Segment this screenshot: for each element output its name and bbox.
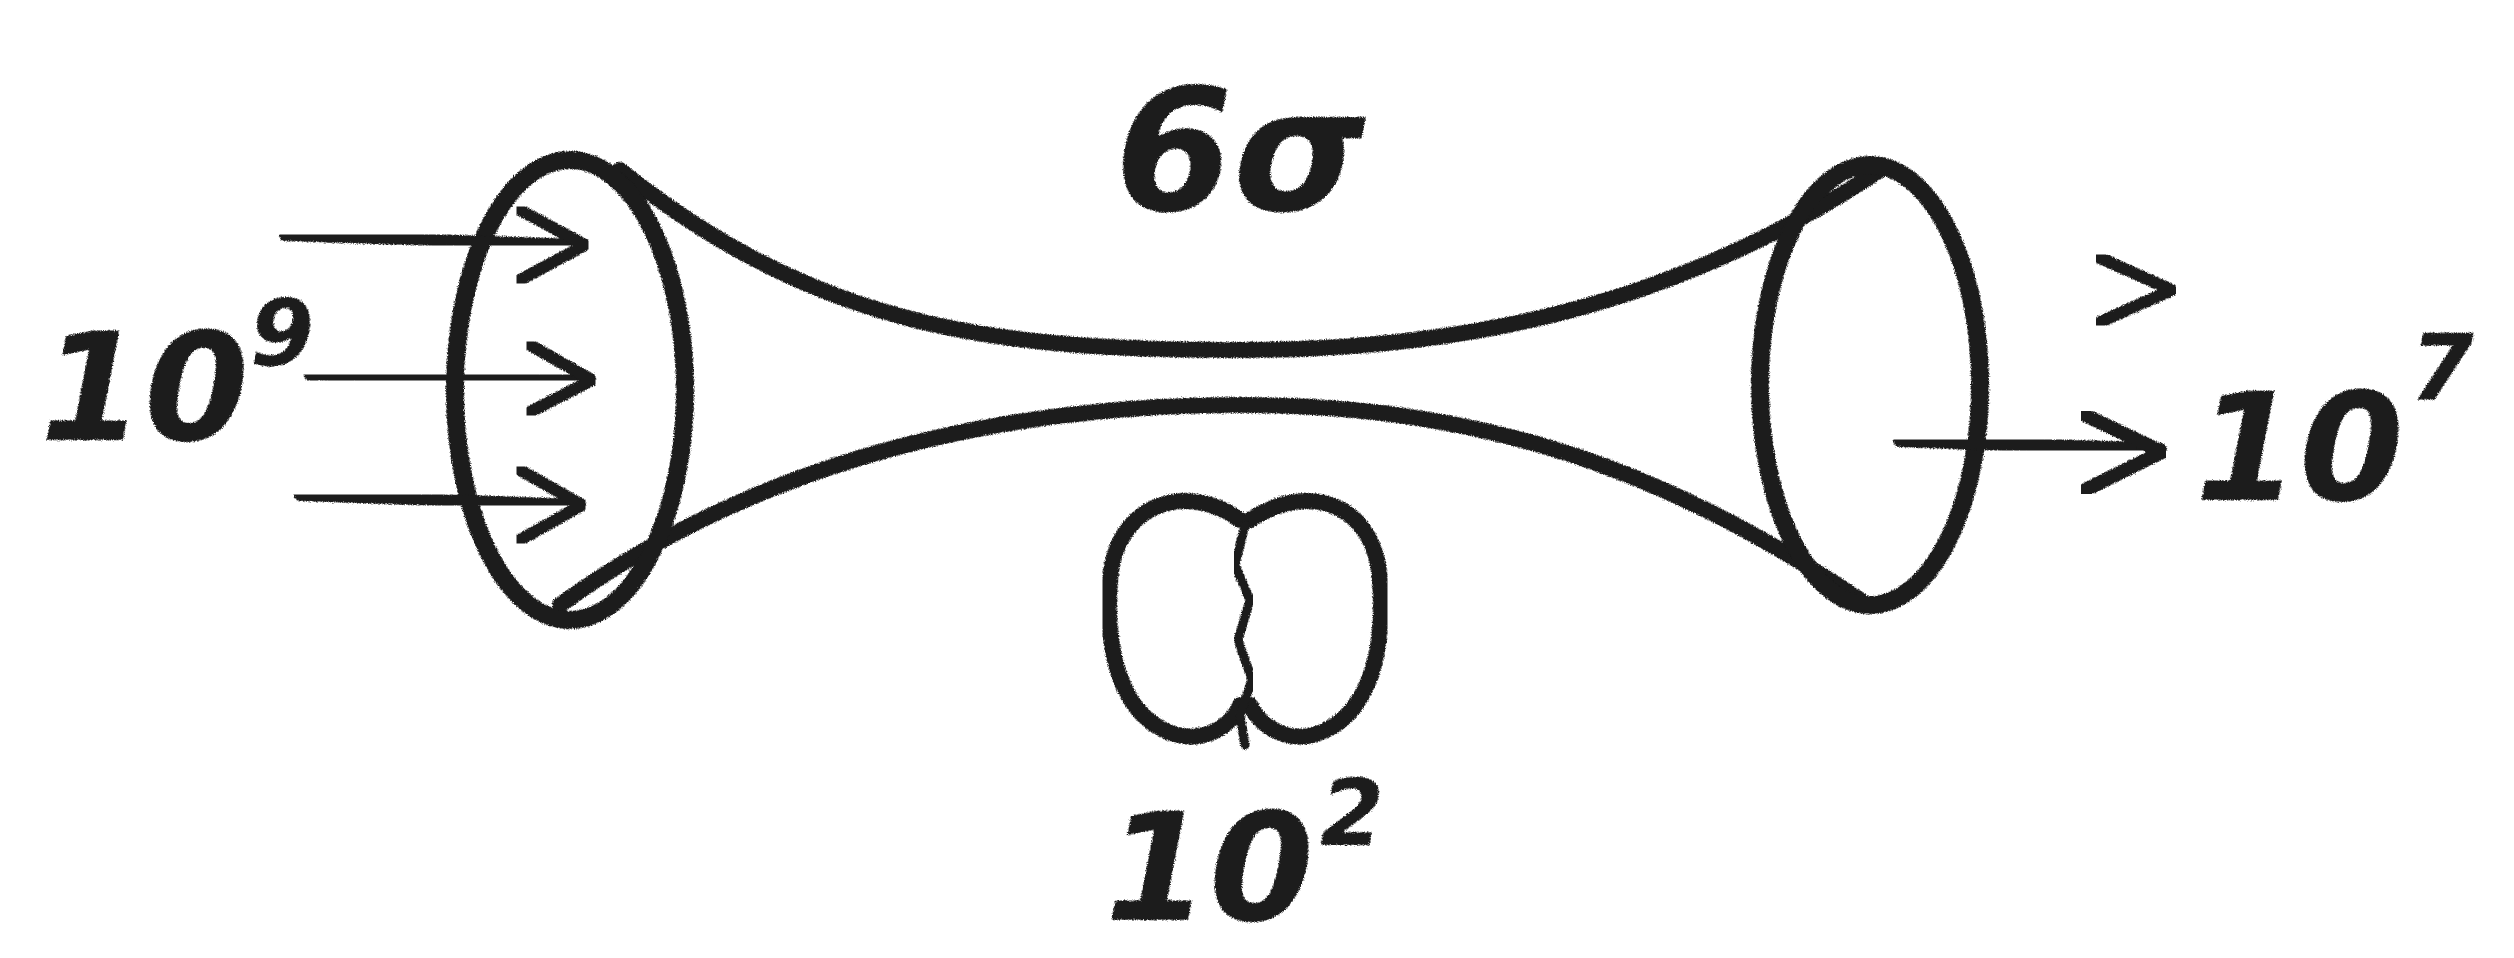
brain-quantity: 10 2 bbox=[1105, 760, 1384, 956]
arrow-icon bbox=[285, 210, 585, 280]
input-arrows bbox=[285, 210, 592, 540]
arrow-icon bbox=[1900, 415, 2162, 490]
output-opening bbox=[1760, 165, 1980, 605]
arrow-icon bbox=[300, 470, 582, 540]
arrow-icon bbox=[1885, 258, 2172, 322]
input-quantity: 10 9 bbox=[40, 280, 314, 476]
input-exponent: 9 bbox=[250, 280, 314, 387]
output-exponent: 7 bbox=[2410, 315, 2474, 422]
input-base: 10 bbox=[40, 302, 249, 476]
brain-exponent: 2 bbox=[1320, 760, 1384, 867]
brain-base: 10 bbox=[1105, 782, 1314, 956]
diagram-title: 6σ bbox=[1115, 53, 1366, 251]
brain-icon bbox=[1109, 501, 1381, 745]
output-arrows bbox=[1885, 258, 2172, 490]
output-quantity: 10 7 bbox=[2195, 315, 2474, 536]
output-base: 10 bbox=[2195, 362, 2404, 536]
